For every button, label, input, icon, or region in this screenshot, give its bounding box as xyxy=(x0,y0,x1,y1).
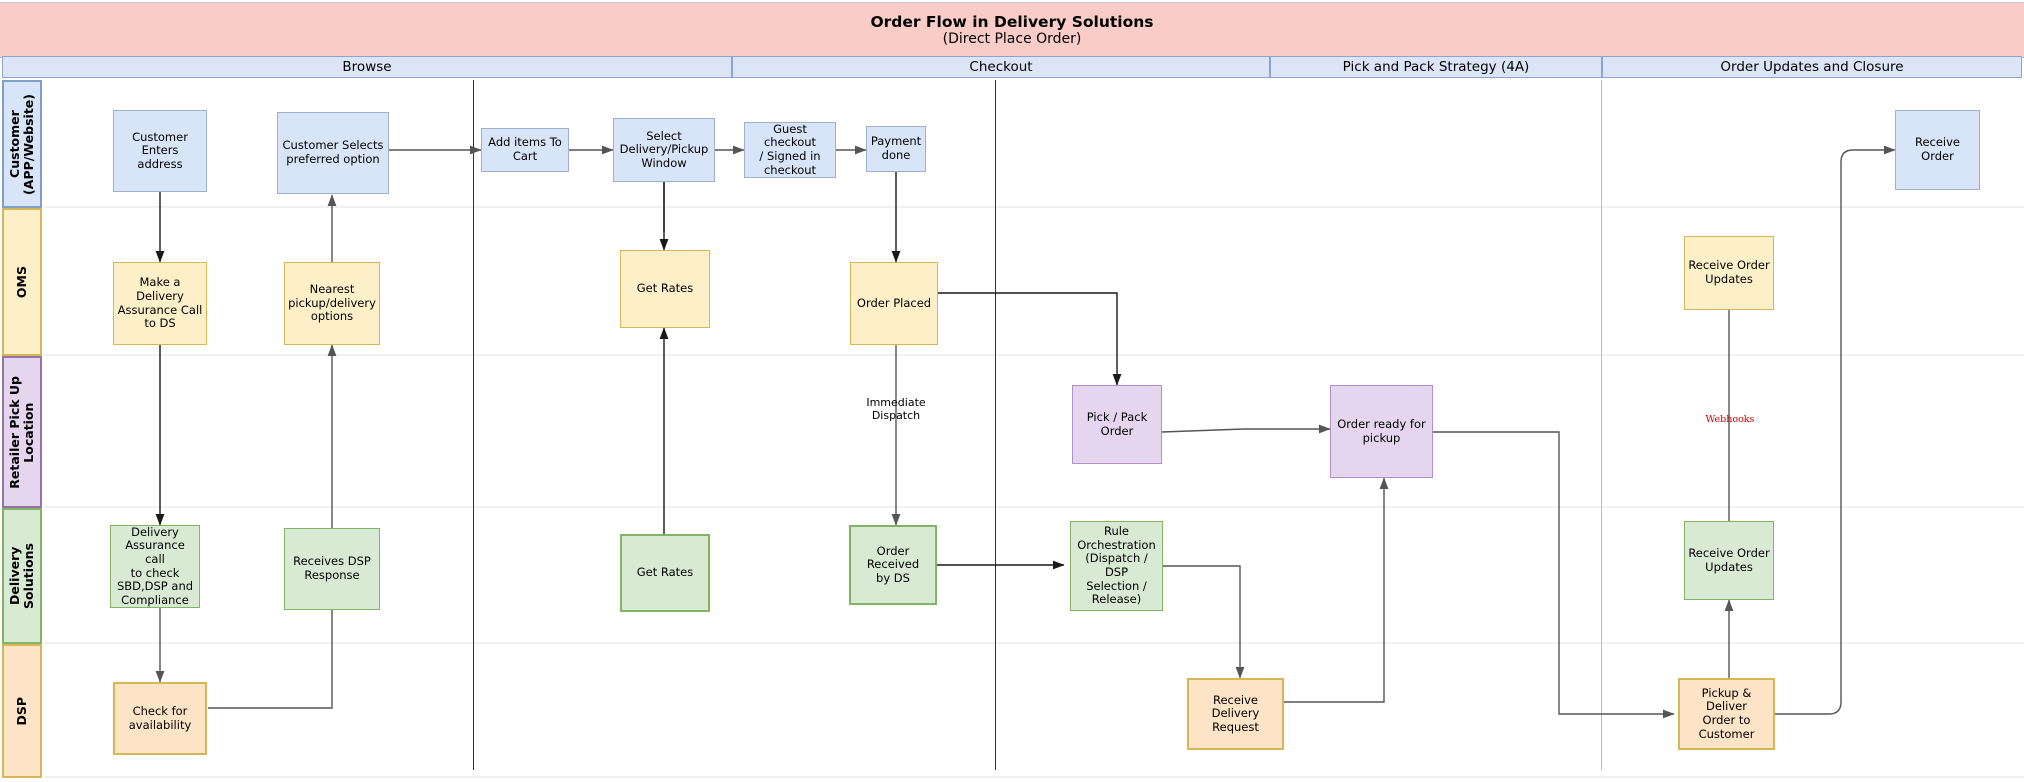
annotation-immediate-dispatch: Immediate Dispatch xyxy=(866,396,926,423)
node-payment-done[interactable]: Payment done xyxy=(866,126,926,172)
node-order-ready-for-pickup[interactable]: Order ready for pickup xyxy=(1330,385,1433,478)
node-pickup-deliver-order[interactable]: Pickup & Deliver Order to Customer xyxy=(1678,678,1775,750)
node-check-for-availability[interactable]: Check for availability xyxy=(113,682,207,755)
node-receive-order[interactable]: Receive Order xyxy=(1895,110,1980,190)
node-order-placed[interactable]: Order Placed xyxy=(850,262,938,345)
diagram-title: Order Flow in Delivery Solutions xyxy=(870,12,1154,31)
node-receives-dsp-response[interactable]: Receives DSP Response xyxy=(284,528,380,610)
phase-header-browse[interactable]: Browse xyxy=(2,56,732,78)
lane-label-retailer-text: Retailer Pick Up Location xyxy=(7,375,36,489)
node-customer-enters-address[interactable]: Customer Enters address xyxy=(113,110,207,192)
annotation-webhooks: Webhooks xyxy=(1705,414,1755,425)
phase-separator-pickpack-closure xyxy=(1601,80,1602,770)
lane-label-dsp-text: DSP xyxy=(14,696,29,726)
phase-separator-browse-checkout xyxy=(473,80,474,770)
node-select-delivery-window[interactable]: Select Delivery/Pickup Window xyxy=(613,118,715,182)
node-pick-pack-order[interactable]: Pick / Pack Order xyxy=(1072,385,1162,464)
node-get-rates-ds[interactable]: Get Rates xyxy=(620,534,710,612)
lane-label-retailer[interactable]: Retailer Pick Up Location xyxy=(2,356,42,508)
node-order-received-by-ds[interactable]: Order Received by DS xyxy=(849,525,937,605)
diagram-subtitle: (Direct Place Order) xyxy=(942,30,1082,47)
phase-header-closure[interactable]: Order Updates and Closure xyxy=(1602,56,2022,78)
lane-label-customer-text: Customer (APP/Website) xyxy=(7,93,36,195)
node-make-delivery-assurance-call[interactable]: Make a Delivery Assurance Call to DS xyxy=(113,262,207,345)
lane-label-customer[interactable]: Customer (APP/Website) xyxy=(2,80,42,208)
node-customer-selects-option[interactable]: Customer Selects preferred option xyxy=(277,112,389,194)
phase-header-pickpack[interactable]: Pick and Pack Strategy (4A) xyxy=(1270,56,1602,78)
lane-label-delivery-solutions[interactable]: Delivery Solutions xyxy=(2,508,42,644)
node-rule-orchestration[interactable]: Rule Orchestration (Dispatch / DSP Selec… xyxy=(1070,521,1163,611)
node-nearest-pickup-options[interactable]: Nearest pickup/delivery options xyxy=(284,262,380,345)
node-guest-or-signed-checkout[interactable]: Guest checkout / Signed in checkout xyxy=(744,122,836,178)
node-delivery-assurance-check[interactable]: Delivery Assurance call to check SBD,DSP… xyxy=(110,525,200,608)
node-add-items-to-cart[interactable]: Add items To Cart xyxy=(481,128,569,172)
node-get-rates-oms[interactable]: Get Rates xyxy=(620,250,710,328)
lane-label-dsp[interactable]: DSP xyxy=(2,644,42,778)
lane-label-oms-text: OMS xyxy=(14,265,29,299)
node-receive-delivery-request[interactable]: Receive Delivery Request xyxy=(1187,678,1284,750)
lane-label-oms[interactable]: OMS xyxy=(2,208,42,356)
node-receive-order-updates-oms[interactable]: Receive Order Updates xyxy=(1684,236,1774,310)
lane-band-retailer xyxy=(44,356,2024,508)
phase-header-row: Browse Checkout Pick and Pack Strategy (… xyxy=(0,56,2024,78)
diagram-title-banner: Order Flow in Delivery Solutions (Direct… xyxy=(0,2,2024,58)
phase-header-checkout[interactable]: Checkout xyxy=(732,56,1270,78)
phase-separator-checkout-pickpack xyxy=(995,80,996,770)
node-receive-order-updates-ds[interactable]: Receive Order Updates xyxy=(1684,521,1774,600)
lane-label-delivery-solutions-text: Delivery Solutions xyxy=(7,543,36,609)
